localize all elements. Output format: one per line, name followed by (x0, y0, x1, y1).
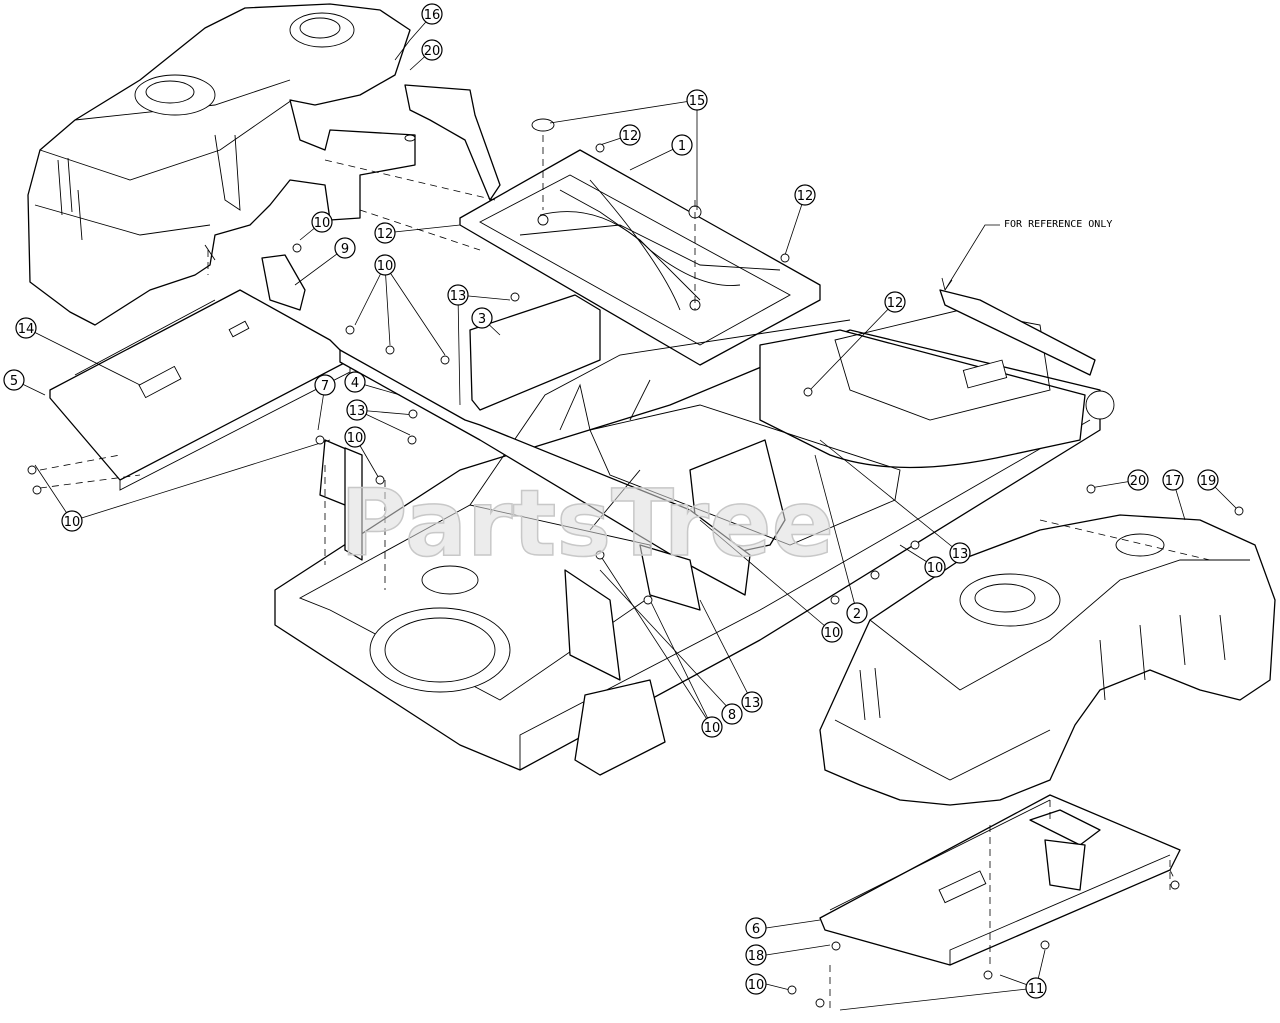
callout-label: 13 (349, 404, 366, 419)
callout-label: 6 (752, 922, 760, 937)
callout-1: 1 (671, 134, 693, 156)
callout-19: 19 (1197, 469, 1219, 491)
callout-12: 12 (374, 222, 396, 244)
callout-12: 12 (884, 291, 906, 313)
callout-11: 11 (1025, 977, 1047, 999)
callout-7: 7 (314, 374, 336, 396)
callout-17: 17 (1162, 469, 1184, 491)
callout-20: 20 (1127, 469, 1149, 491)
callout-label: 10 (748, 978, 765, 993)
callout-10: 10 (745, 973, 767, 995)
callout-13: 13 (741, 691, 763, 713)
callout-10: 10 (344, 426, 366, 448)
callout-label: 16 (424, 8, 441, 23)
fasteners (27, 143, 1244, 1008)
callout-10: 10 (61, 510, 83, 532)
watermark: PartsTree (340, 470, 834, 577)
callout-20: 20 (421, 39, 443, 61)
callout-label: 12 (622, 129, 639, 144)
callout-13: 13 (346, 399, 368, 421)
callout-label: 15 (689, 94, 706, 109)
callout-18: 18 (745, 944, 767, 966)
callout-12: 12 (619, 124, 641, 146)
perforated-floor (589, 404, 901, 546)
callout-6: 6 (745, 917, 767, 939)
callout-label: 13 (952, 547, 969, 562)
callout-10: 10 (701, 716, 723, 738)
reference-note-text: FOR REFERENCE ONLY (1004, 219, 1112, 230)
callout-label: 3 (478, 312, 486, 327)
callout-14: 14 (15, 317, 37, 339)
callout-2: 2 (846, 602, 868, 624)
callout-label: 13 (744, 696, 761, 711)
callout-label: 19 (1200, 474, 1217, 489)
callout-label: 12 (887, 296, 904, 311)
callout-16: 16 (421, 3, 443, 25)
left-fender (27, 3, 501, 326)
main-frame (274, 289, 1115, 776)
callout-label: 10 (64, 515, 81, 530)
callout-label: 10 (704, 721, 721, 736)
callout-label: 4 (351, 376, 359, 391)
callout-label: 2 (853, 607, 861, 622)
callout-label: 20 (424, 44, 441, 59)
callout-12: 12 (794, 184, 816, 206)
callout-3: 3 (471, 307, 493, 329)
callout-4: 4 (344, 371, 366, 393)
callout-label: 5 (10, 374, 18, 389)
callout-13: 13 (949, 542, 971, 564)
callout-label: 14 (18, 322, 35, 337)
callout-label: 1 (678, 139, 686, 154)
callout-9: 9 (334, 237, 356, 259)
callout-label: 7 (321, 379, 329, 394)
callout-label: 10 (824, 626, 841, 641)
callout-10: 10 (374, 254, 396, 276)
callout-15: 15 (686, 89, 708, 111)
callout-5: 5 (3, 369, 25, 391)
callout-10: 10 (821, 621, 843, 643)
callout-label: 10 (347, 431, 364, 446)
callout-label: 13 (450, 289, 467, 304)
callout-label: 12 (797, 189, 814, 204)
callout-label: 12 (377, 227, 394, 242)
callout-label: 17 (1165, 474, 1182, 489)
callout-label: 9 (341, 242, 349, 257)
callout-10: 10 (311, 211, 333, 233)
right-fender (819, 514, 1276, 806)
callout-label: 10 (377, 259, 394, 274)
callout-10: 10 (924, 556, 946, 578)
callout-8: 8 (721, 703, 743, 725)
right-foot-plate (819, 794, 1181, 966)
reference-note: FOR REFERENCE ONLY (941, 219, 1112, 291)
callout-label: 11 (1028, 982, 1045, 997)
assembly-lines (39, 135, 1211, 1010)
callout-13: 13 (447, 284, 469, 306)
callout-label: 8 (728, 708, 736, 723)
seat-plate (459, 118, 821, 366)
callout-label: 10 (314, 216, 331, 231)
callout-label: 10 (927, 561, 944, 576)
callout-label: 20 (1130, 474, 1147, 489)
callout-label: 18 (748, 949, 765, 964)
